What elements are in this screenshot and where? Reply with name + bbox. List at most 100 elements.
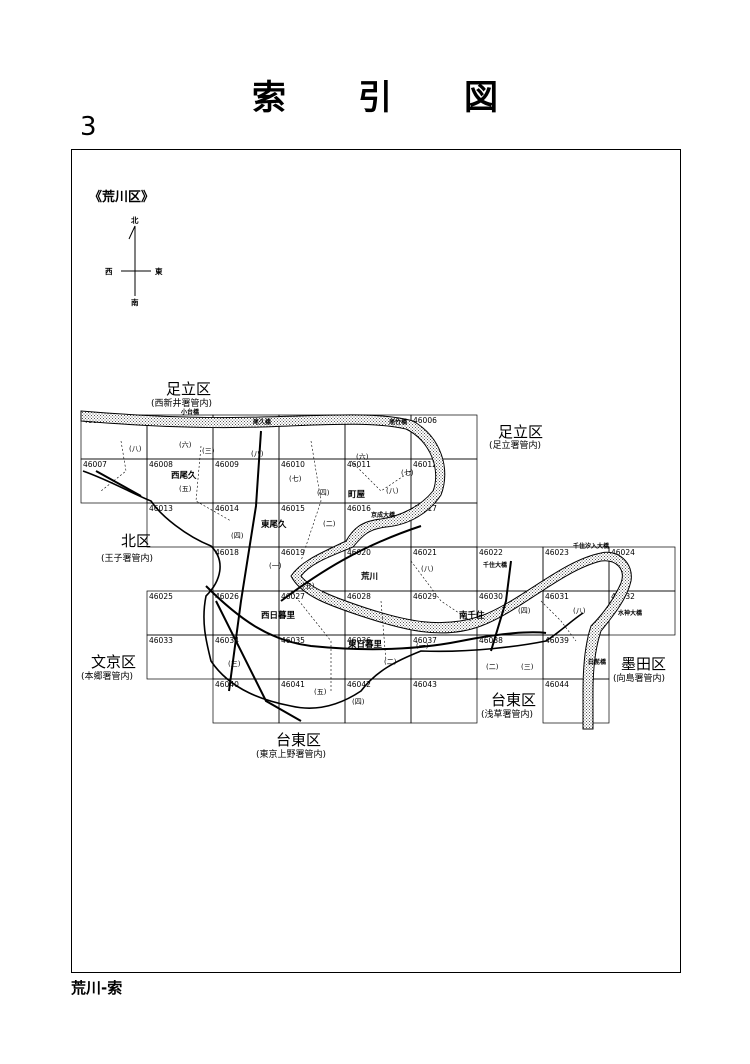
chome-8c: (八) [386, 487, 399, 495]
chome-8b: (八) [251, 450, 264, 458]
footer-label: 荒川-索 [71, 979, 123, 997]
grid-cell-id: 46015 [281, 504, 305, 513]
chome-6: (六) [179, 440, 192, 449]
grid-cell-id: 46009 [215, 460, 239, 469]
neighbor-adachi-west: 足立区 (西新井署管内) [151, 380, 212, 409]
chome-2c: (二) [486, 663, 499, 671]
neighbor-bunkyo: 文京区 (本郷署管内) [81, 653, 136, 682]
place-higashioku: 東尾久 [261, 519, 287, 530]
grid-cell-id: 46008 [149, 460, 173, 469]
bridge-suijin: 水神大橋 [618, 609, 643, 617]
bridge-kaika: 京成大橋 [371, 511, 396, 519]
grid-cell-id: 46014 [215, 504, 239, 513]
chome-1: (一) [269, 562, 282, 570]
grid-cell-id: 46038 [479, 636, 503, 645]
grid-cell-id: 46041 [281, 680, 305, 689]
bridge-senju: 千住大橋 [483, 561, 508, 569]
neighbor-name: 足立区 [498, 423, 543, 441]
index-grid [80, 414, 676, 724]
chome-7b: (七) [401, 468, 414, 477]
grid-cell-id: 46044 [545, 680, 569, 689]
bridge-shirahige: 白髭橋 [588, 658, 607, 666]
compass-icon: 北 南 西 東 [105, 215, 163, 307]
neighbor-kita: 北区 (王子署管内) [101, 532, 153, 564]
grid-cell-id: 46024 [611, 548, 635, 557]
neighbor-sub: (浅草署管内) [481, 708, 533, 720]
grid-cell-id: 46025 [149, 592, 173, 601]
grid-cell-id: 46028 [347, 592, 371, 601]
chome-4c: (四) [518, 607, 531, 615]
grid-cell-id: 46036 [347, 636, 371, 645]
title-char-2: 引 [358, 78, 392, 118]
compass-south: 南 [131, 297, 139, 307]
ward-boundary [82, 470, 584, 709]
grid-cell-id: 46021 [413, 548, 437, 557]
neighbor-sub: (足立署管内) [489, 439, 541, 451]
neighbor-name: 台東区 [276, 731, 321, 749]
neighbor-name: 台東区 [491, 691, 536, 709]
page-number: 3 [80, 112, 97, 142]
chome-8e: (八) [573, 607, 586, 615]
neighbor-sub: (向島署管内) [613, 672, 665, 684]
neighbor-name: 文京区 [91, 653, 136, 671]
neighbor-sumida: 墨田区 (向島署管内) [613, 655, 666, 684]
compass-west: 西 [105, 267, 113, 276]
grid-cell-id: 46018 [215, 548, 239, 557]
grid-cell-id: 46039 [545, 636, 569, 645]
chome-8: (八) [129, 445, 142, 453]
neighbor-adachi-east: 足立区 (足立署管内) [489, 423, 543, 451]
place-nishinippori: 西日暮里 [261, 610, 296, 621]
place-minamisenju: 南千住 [459, 610, 485, 621]
compass-north: 北 [131, 215, 139, 225]
chome-3c: (三) [521, 663, 534, 671]
neighbor-sub: (王子署管内) [101, 552, 153, 564]
river-band [80, 410, 632, 730]
chome-4: (四) [317, 489, 330, 497]
place-nishioku: 西尾久 [171, 470, 197, 481]
place-higashinippori: 東日暮里 [348, 639, 383, 650]
grid-cell [410, 678, 478, 724]
grid-cell-id: 46035 [281, 636, 305, 645]
page-title: 索引図 [0, 70, 750, 119]
neighbor-name: 墨田区 [621, 655, 666, 673]
grid-cell-id: 46012 [413, 460, 437, 469]
chome-7: (七) [289, 474, 302, 483]
neighbor-name: 足立区 [166, 380, 211, 398]
chome-2: (二) [323, 520, 336, 528]
place-arakawa: 荒川 [360, 571, 378, 582]
index-map: 《荒川区》 北 南 西 東 46001460024600346004460054… [80, 189, 676, 760]
grid-cell [542, 678, 610, 724]
grid-cell-id: 46033 [149, 636, 173, 645]
place-machiya: 町屋 [348, 489, 366, 500]
bridge-oku: 尾久橋 [252, 418, 272, 426]
grid-cell-id: 46022 [479, 548, 503, 557]
grid-cell-id: 46027 [281, 592, 305, 601]
grid-cell-id: 46026 [215, 592, 239, 601]
chome-3: (三) [202, 447, 215, 455]
chome-1b: (一) [416, 642, 429, 650]
place-labels: 西尾久 東尾久 町屋 荒川 南千住 西日暮里 東日暮里 [171, 470, 485, 650]
grid-cell-id: 46037 [413, 636, 437, 645]
chome-6b: (六) [356, 452, 369, 461]
chome-labels: (八) (六) (三) (八) (七) (四) (六) (七) (八) (五) … [129, 440, 586, 706]
chome-5: (五) [179, 485, 192, 493]
rail-lines [95, 430, 547, 722]
district-dividers [100, 440, 577, 691]
grid-cell-id: 46011 [347, 460, 371, 469]
bridge-labels: 小台橋 尾久橋 尾竹橋 京成大橋 千住大橋 千住汐入大橋 水神大橋 白髭橋 [180, 408, 643, 666]
bridge-kumanoki: 尾竹橋 [388, 418, 408, 426]
grid-cell-id: 46010 [281, 460, 305, 469]
chome-8d: (八) [421, 565, 434, 573]
grid-cell-id: 46029 [413, 592, 437, 601]
chome-4d: (四) [352, 698, 365, 706]
grid-cell-id: 46043 [413, 680, 437, 689]
bridge-odai: 小台橋 [180, 408, 200, 416]
grid-cell-id: 46013 [149, 504, 173, 513]
map-frame: 《荒川区》 北 南 西 東 46001460024600346004460054… [71, 149, 681, 973]
chome-5b: (五) [302, 582, 315, 590]
chome-4b: (四) [231, 532, 244, 540]
grid-cell-id: 46040 [215, 680, 239, 689]
grid-cell-id: 46023 [545, 548, 569, 557]
neighbor-sub: (本郷署管内) [81, 670, 133, 682]
ward-label: 《荒川区》 [89, 189, 154, 205]
